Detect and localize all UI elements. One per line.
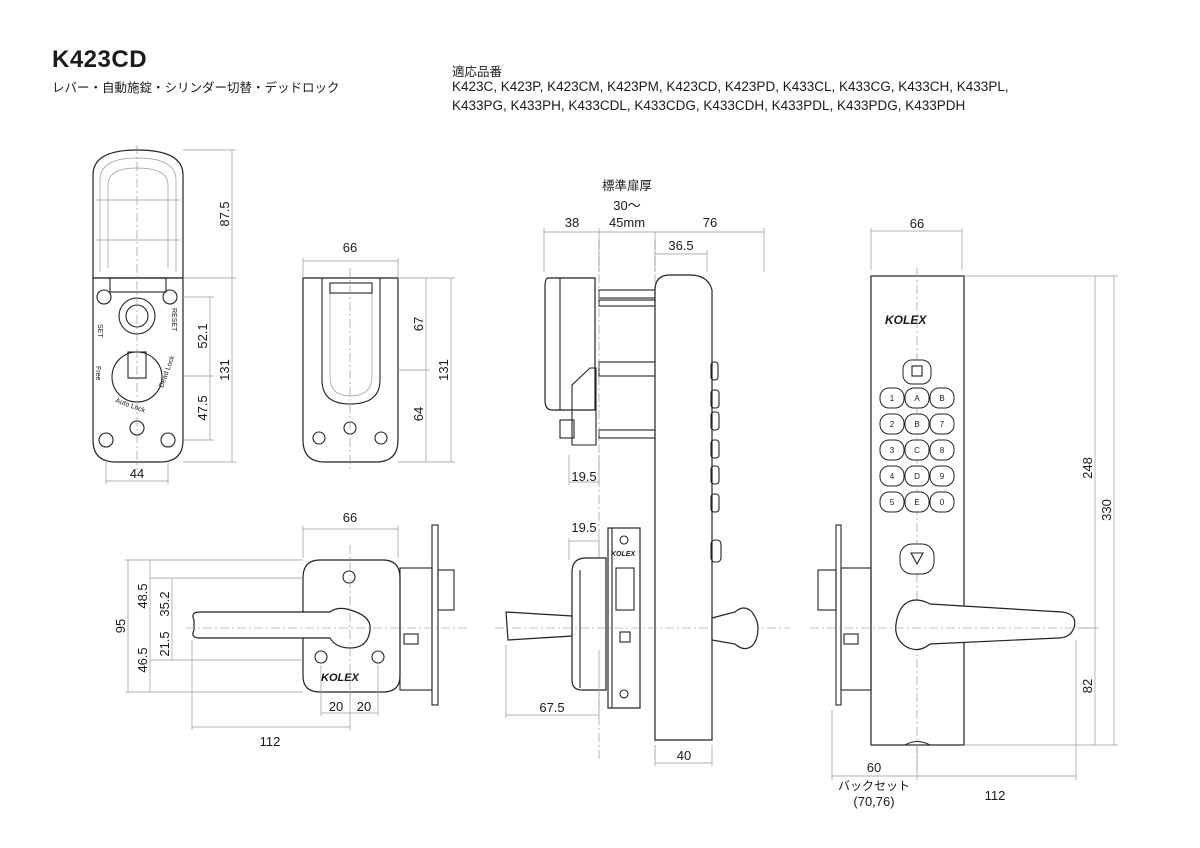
keypad-key: B: [904, 413, 930, 435]
faceplate-logo: KOLEX: [611, 551, 636, 558]
lever-inner-lower-dim: 21.5: [157, 631, 172, 656]
lever-projection-dim: 67.5: [539, 700, 564, 715]
thumbturn-height-lower-dim: 64: [411, 407, 426, 421]
keypad-key: 5: [879, 491, 905, 513]
keypad-key: 2: [879, 413, 905, 435]
compatible-models-line-1: K423C, K423P, K423CM, K423PM, K423CD, K4…: [452, 79, 1009, 94]
lever-height-upper-dim: 48.5: [135, 583, 150, 608]
outside-depth-dim: 76: [703, 215, 717, 230]
keypad-key: D: [904, 465, 930, 487]
thumbturn-height-upper-dim: 67: [411, 317, 426, 331]
lever-length-dim: 112: [260, 734, 281, 749]
knob-depth-dim: 19.5: [571, 469, 596, 484]
inside-height-total-dim: 131: [217, 359, 232, 381]
keypad-key: E: [904, 491, 930, 513]
keypad-key-label: 2: [890, 420, 895, 429]
case-width-dim: 40: [677, 748, 691, 763]
keypad-key-label: 4: [890, 472, 895, 481]
front-lever-length-dim: 112: [985, 788, 1006, 803]
front-height-total-dim: 330: [1099, 499, 1114, 521]
backset-label: バックセット: [838, 779, 910, 793]
keypad-key-label: 0: [940, 498, 945, 507]
set-label: SET: [96, 324, 103, 338]
compatible-models-heading: 適応品番: [452, 64, 503, 79]
free-label: Free: [94, 366, 101, 381]
compatible-models-line-2: K433PG, K433PH, K433CDL, K433CDG, K433CD…: [452, 98, 966, 113]
keypad-key-label: A: [914, 394, 920, 403]
outside-front-view: KOLEX 1 A B 2 B 7 3 C 8 4 D 9 5 E 0 66 248 82 330 60 バ…: [810, 216, 1118, 809]
standard-door-thickness-label: 標準扉厚: [602, 178, 652, 193]
keypad-key-label: E: [914, 498, 919, 507]
keypad-key: 9: [929, 465, 955, 487]
front-logo: KOLEX: [885, 313, 927, 327]
keypad-key-label: B: [914, 420, 919, 429]
keypad-key-label: 8: [940, 446, 945, 455]
reset-label: RESET: [170, 308, 177, 332]
keypad-key: 7: [929, 413, 955, 435]
inside-unit-view: SET RESET Free Auto Lock Dead Lock 87.5 …: [92, 145, 236, 484]
keypad-key: A: [904, 387, 930, 409]
keypad-key: B: [929, 387, 955, 409]
keypad-key-label: 1: [890, 394, 895, 403]
product-description: レバー・自動施錠・シリンダー切替・デッドロック: [52, 80, 340, 95]
front-width-dim: 66: [910, 216, 924, 231]
inside-height-cover-dim: 87.5: [217, 201, 232, 226]
keypad-grid: 1 A B 2 B 7 3 C 8 4 D 9 5 E 0: [879, 387, 955, 513]
door-thickness-range-2: 45mm: [609, 215, 645, 230]
inside-lever-view: KOLEX 66 95 48.5 46.5 35.2 21.5 20 20 11…: [113, 510, 468, 749]
screw-pitch-right-dim: 20: [357, 699, 371, 714]
keypad-key-label: C: [914, 446, 920, 455]
keypad-key-label: D: [914, 472, 920, 481]
side-section-view: 標準扉厚 30～ 45mm 38 76 36.5 19.5: [495, 178, 790, 766]
keypad-key-label: B: [939, 394, 944, 403]
thumbturn-unit-view: 66 67 64 131: [302, 240, 455, 470]
keypad-key: 3: [879, 439, 905, 461]
keypad-key: C: [904, 439, 930, 461]
keypad-key: 1: [879, 387, 905, 409]
thumbturn-width-dim: 66: [343, 240, 357, 255]
product-model-title: K423CD: [52, 46, 148, 73]
lever-inner-upper-dim: 35.2: [157, 591, 172, 616]
lever-plate-logo: KOLEX: [321, 672, 360, 684]
keypad-key-label: 7: [940, 420, 945, 429]
keypad-key: 4: [879, 465, 905, 487]
lever-plate-width-dim: 66: [343, 510, 357, 525]
screw-pitch-left-dim: 20: [329, 699, 343, 714]
inside-height-upper-dim: 52.1: [195, 323, 210, 348]
keypad-key: 0: [929, 491, 955, 513]
keypad-key-label: 3: [890, 446, 895, 455]
front-height-lever-dim: 82: [1080, 679, 1095, 693]
lever-height-lower-dim: 46.5: [135, 647, 150, 672]
inside-width-dim: 44: [130, 466, 144, 481]
keypad-key-label: 5: [890, 498, 895, 507]
backset-options: (70,76): [853, 794, 894, 809]
inside-height-lower-dim: 47.5: [195, 395, 210, 420]
keypad-key-label: 9: [940, 472, 945, 481]
backset-dim: 60: [867, 760, 881, 775]
keypad-key: 8: [929, 439, 955, 461]
lever-height-total-dim: 95: [113, 619, 128, 633]
thumbturn-height-total-dim: 131: [436, 359, 451, 381]
lever-depth-dim: 19.5: [571, 520, 596, 535]
front-height-keypad-dim: 248: [1080, 457, 1095, 479]
inside-depth-dim: 38: [565, 215, 579, 230]
keypad-depth-dim: 36.5: [668, 238, 693, 253]
door-thickness-range-1: 30～: [613, 198, 640, 213]
